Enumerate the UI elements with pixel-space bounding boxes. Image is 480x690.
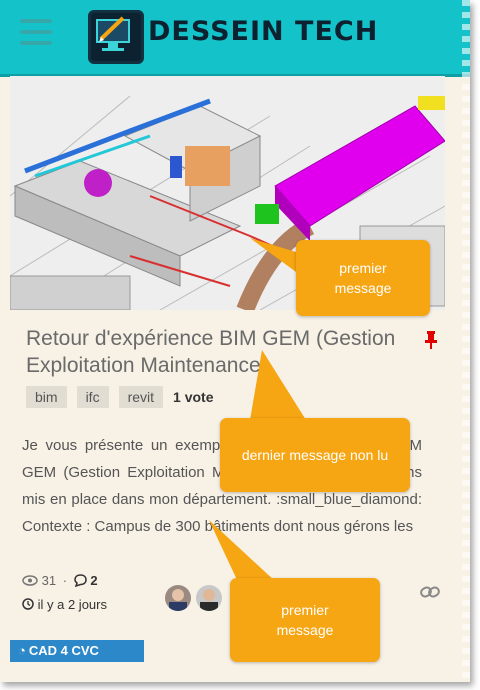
callout-first-message-bottom: premier message	[230, 578, 380, 662]
category-icon: ◔	[18, 643, 26, 658]
hamburger-icon[interactable]	[20, 19, 52, 47]
topic-age[interactable]: il y a 2 jours	[22, 597, 107, 612]
brand-name[interactable]: DESSEIN TECH	[148, 16, 379, 47]
tag-bim[interactable]: bim	[26, 386, 67, 408]
tag-revit[interactable]: revit	[118, 386, 164, 408]
avatar-poster-2[interactable]	[196, 585, 222, 611]
tag-ifc[interactable]: ifc	[76, 386, 109, 408]
vote-count: 1 vote	[173, 389, 214, 405]
topic-stats: 31 · 2	[22, 573, 98, 588]
clock-icon	[22, 597, 38, 612]
category-badge[interactable]: ◔CAD 4 CVC	[10, 640, 144, 662]
screenshot-frame: DESSEIN TECH	[0, 0, 470, 682]
link-icon[interactable]	[420, 584, 440, 604]
reply-count[interactable]: 2	[90, 573, 98, 588]
comment-icon	[73, 573, 91, 588]
avatar-poster-1[interactable]	[165, 585, 191, 611]
callout-last-unread: dernier message non lu	[220, 418, 410, 492]
eye-icon	[22, 573, 42, 588]
view-count: 31	[41, 573, 57, 588]
site-header: DESSEIN TECH	[0, 0, 470, 77]
callout-first-message-top: premier message	[296, 240, 430, 316]
topic-title[interactable]: Retour d'expérience BIM GEM (Gestion Exp…	[26, 327, 396, 377]
age-label: il y a 2 jours	[37, 597, 107, 612]
pin-icon	[424, 331, 438, 354]
category-label: CAD 4 CVC	[28, 643, 99, 658]
drafting-computer-icon[interactable]	[88, 10, 144, 64]
